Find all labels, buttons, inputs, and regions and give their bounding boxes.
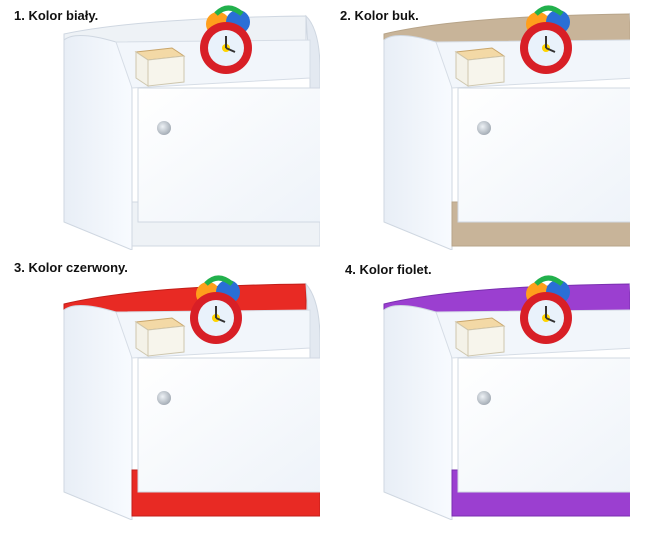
alarm-clock-icon <box>520 275 572 344</box>
cabinet-body <box>383 305 453 520</box>
knob <box>477 391 491 405</box>
door <box>137 357 320 493</box>
variant-3-caption: 3. Kolor czerwony. <box>14 260 128 275</box>
variant-2-caption: 2. Kolor buk. <box>340 8 419 23</box>
knob <box>157 121 171 135</box>
door <box>457 357 630 493</box>
cabinet-body <box>63 305 133 520</box>
variant-4-caption: 4. Kolor fiolet. <box>345 262 432 277</box>
door <box>457 87 630 223</box>
gift-box-icon <box>454 317 506 357</box>
alarm-clock-icon <box>520 5 572 74</box>
alarm-clock-icon <box>200 5 252 74</box>
alarm-clock-icon <box>190 275 242 344</box>
cabinet-body <box>63 35 133 250</box>
knob <box>157 391 171 405</box>
gift-box-icon <box>134 47 186 87</box>
variant-2-nightstand <box>330 0 630 250</box>
gift-box-icon <box>134 317 186 357</box>
variant-3-nightstand <box>20 270 320 520</box>
cabinet-body <box>383 35 453 250</box>
variant-1-nightstand <box>20 0 320 250</box>
variant-1-caption: 1. Kolor biały. <box>14 8 99 23</box>
variant-4-nightstand <box>330 270 630 520</box>
knob <box>477 121 491 135</box>
gift-box-icon <box>454 47 506 87</box>
